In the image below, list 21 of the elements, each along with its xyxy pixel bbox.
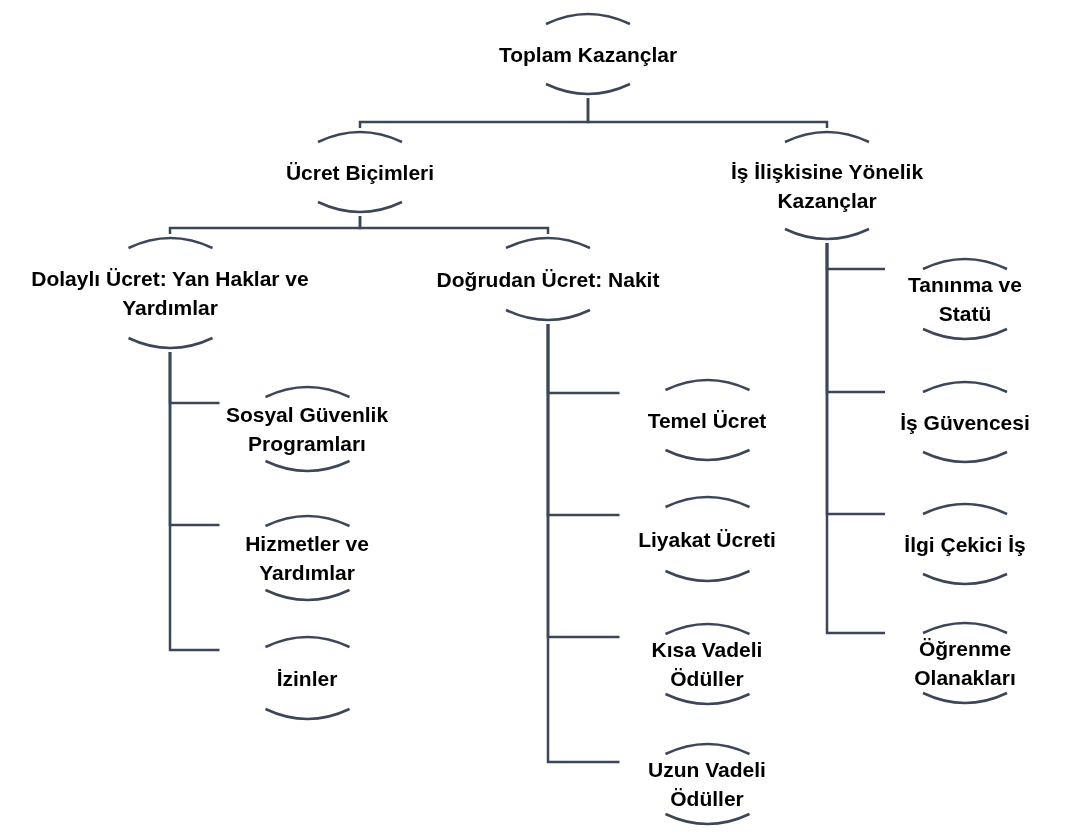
node-label: İş İlişkisine Yönelik Kazançlar (729, 158, 925, 214)
node-label: Öğrenme Olanakları (913, 636, 1017, 691)
node-label: İş Güvencesi (900, 409, 1030, 436)
connector-line (825, 243, 885, 635)
node-label: Doğrudan Ücret: Nakit (436, 266, 660, 293)
node-label: İzinler (276, 665, 338, 692)
node-label: Uzun Vadeli Ödüller (647, 757, 767, 812)
node-label: Hizmetler ve Yardımlar (244, 531, 370, 586)
node-label: Temel Ücret (647, 407, 767, 434)
node-label: İlgi Çekici İş (904, 531, 1026, 558)
node-label: Liyakat Ücreti (638, 526, 776, 553)
node-label: Toplam Kazançlar (498, 41, 678, 68)
connector-line (546, 324, 620, 764)
node-label: Dolaylı Ücret: Yan Haklar ve Yardımlar (30, 266, 310, 321)
connector-line (358, 216, 550, 234)
node-label: Tanınma ve Statü (907, 272, 1023, 327)
connector-line (586, 98, 829, 128)
node-label: Sosyal Güvenlik Programları (224, 402, 390, 457)
node-label: Ücret Biçimleri (285, 159, 435, 186)
node-label: Kısa Vadeli Ödüller (650, 637, 764, 692)
connector-line (168, 352, 220, 652)
